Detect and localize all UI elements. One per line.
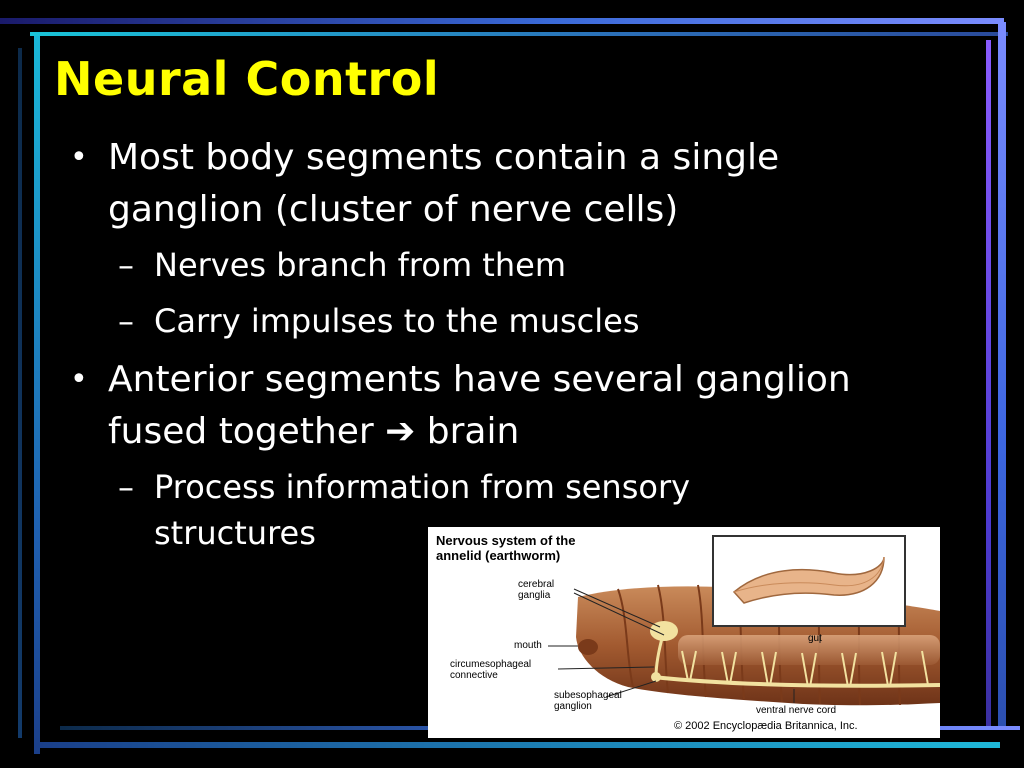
slide-content: • Most body segments contain a single ga… bbox=[70, 132, 910, 566]
whole-worm-drawing bbox=[732, 556, 885, 604]
bullet-marker: • bbox=[70, 362, 88, 397]
bullet-1-text: Most body segments contain a single gang… bbox=[108, 137, 780, 230]
sub-bullet-1-2: – Carry impulses to the muscles bbox=[118, 298, 910, 344]
dash-marker: – bbox=[118, 246, 134, 284]
label-circumesophageal-connective: circumesophageal connective bbox=[450, 659, 532, 681]
figure-title: Nervous system of the annelid (earthworm… bbox=[436, 533, 576, 563]
earthworm-nervous-system-figure: Nervous system of the annelid (earthworm… bbox=[428, 527, 940, 738]
frame-bar-top bbox=[0, 18, 1004, 24]
frame-bar-right-inner bbox=[986, 40, 991, 730]
bullet-1: • Most body segments contain a single ga… bbox=[70, 132, 910, 236]
dash-marker: – bbox=[118, 302, 134, 340]
frame-bar-left-outer bbox=[18, 48, 22, 738]
sub-bullet-1-1: – Nerves branch from them bbox=[118, 242, 910, 288]
sub-bullet-2-1: – Process information from sensory struc… bbox=[118, 464, 814, 556]
label-mouth: mouth bbox=[514, 640, 542, 651]
frame-bar-top-inner bbox=[30, 32, 1008, 36]
label-ventral-nerve-cord: ventral nerve cord bbox=[756, 705, 837, 716]
bullet-2-text: Anterior segments have several ganglion … bbox=[108, 359, 851, 452]
bullet-2: • Anterior segments have several ganglio… bbox=[70, 354, 910, 458]
figure-copyright: © 2002 Encyclopædia Britannica, Inc. bbox=[674, 720, 858, 732]
slide-title: Neural Control bbox=[54, 52, 440, 106]
label-subesophageal-ganglion: subesophageal ganglion bbox=[554, 690, 622, 712]
sub-bullet-1-2-text: Carry impulses to the muscles bbox=[154, 302, 640, 340]
sub-bullet-2-1-text: Process information from sensory structu… bbox=[154, 468, 691, 552]
bullet-marker: • bbox=[70, 140, 88, 175]
frame-bar-right bbox=[998, 22, 1006, 728]
sub-bullet-1-1-text: Nerves branch from them bbox=[154, 246, 566, 284]
frame-bar-left bbox=[34, 36, 40, 754]
dash-marker: – bbox=[118, 468, 134, 506]
label-cerebral-ganglia: cerebral ganglia bbox=[518, 579, 555, 601]
frame-bar-bottom bbox=[40, 742, 1000, 748]
whole-worm-inset bbox=[712, 535, 906, 627]
label-gut: gut bbox=[808, 633, 822, 644]
